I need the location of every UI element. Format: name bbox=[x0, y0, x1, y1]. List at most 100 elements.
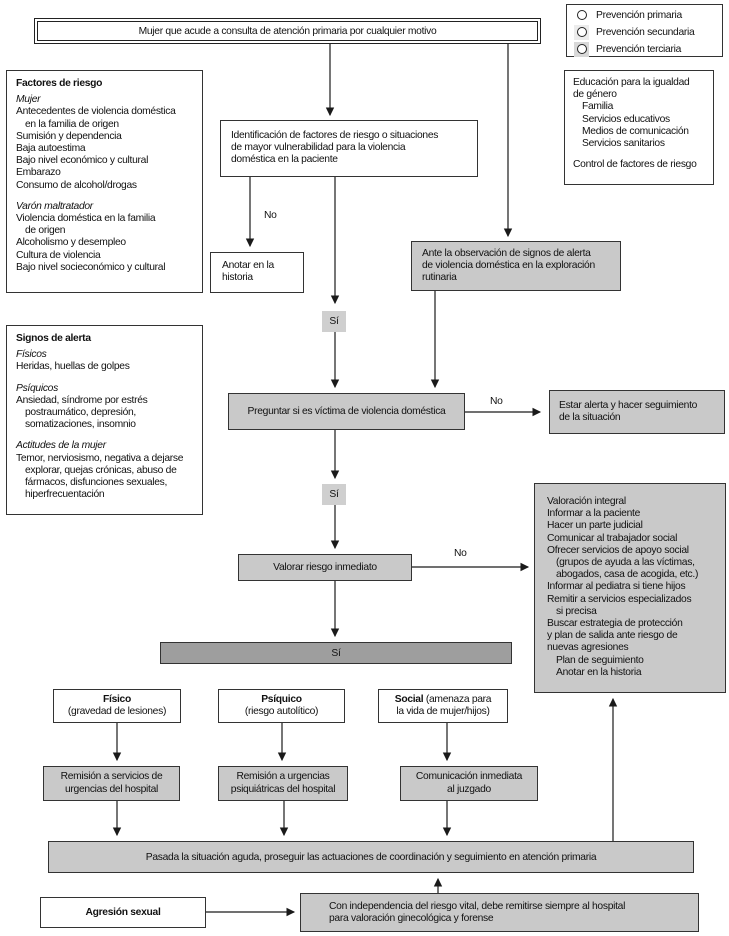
edge-label-no-valorar: No bbox=[452, 548, 469, 559]
legend-swatch bbox=[574, 41, 589, 57]
text-line: Servicios educativos bbox=[582, 113, 670, 125]
prevention-circle-icon bbox=[576, 10, 587, 20]
text-line: Medios de comunicación bbox=[582, 125, 689, 137]
social-node: Social (amenaza para la vida de mujer/hi… bbox=[378, 689, 508, 723]
text-line bbox=[573, 150, 709, 159]
text-line: Actitudes de la mujer bbox=[16, 440, 106, 452]
legend-label: Prevención secundaria bbox=[596, 26, 695, 38]
assess-risk-node: Valorar riesgo inmediato bbox=[238, 554, 412, 581]
text-line: Identificación de factores de riesgo o s… bbox=[231, 130, 439, 141]
psychic-node-subtitle: (riesgo autolítico) bbox=[244, 706, 319, 717]
text-line: Antecedentes de violencia doméstica bbox=[16, 106, 176, 118]
text-line: fármacos, disfunciones sexuales, bbox=[25, 477, 168, 489]
text-line: si precisa bbox=[556, 605, 597, 617]
yes-bar: Sí bbox=[160, 642, 512, 664]
text-line: Buscar estrategia de protección bbox=[547, 618, 683, 630]
text-line: Familia bbox=[582, 101, 614, 113]
text-line: Remisión a servicios de bbox=[60, 771, 163, 783]
text-line: doméstica en la paciente bbox=[231, 154, 338, 166]
text-line: de mayor vulnerabilidad para la violenci… bbox=[231, 142, 406, 154]
text-line: Remitir a servicios especializados bbox=[547, 593, 692, 605]
text-line: Anotar en la historia bbox=[556, 666, 642, 678]
text-line: (grupos de ayuda a las víctimas, bbox=[556, 557, 695, 569]
text-line: Físicos bbox=[16, 349, 47, 361]
edge-label-si-1: Sí bbox=[322, 311, 346, 332]
text-line: de violencia doméstica en la exploración bbox=[422, 260, 595, 272]
social-node-subtitle: la vida de mujer/hijos) bbox=[396, 706, 490, 717]
psychic-node: Psíquico (riesgo autolítico) bbox=[218, 689, 345, 723]
identification-node: Identificación de factores de riesgo o s… bbox=[220, 120, 478, 177]
text-line: hiperfrecuentación bbox=[25, 489, 105, 501]
sexual-assault-node: Agresión sexual bbox=[40, 897, 206, 928]
text-line: Varón maltratador bbox=[16, 200, 93, 212]
text-line: Alcoholismo y desempleo bbox=[16, 237, 126, 249]
text-line: psiquiátricas del hospital bbox=[230, 783, 336, 795]
legend: Prevención primaria Prevención secundari… bbox=[566, 4, 723, 57]
text-line: abogados, casa de acogida, etc.) bbox=[556, 569, 699, 581]
text-line: de la situación bbox=[559, 412, 621, 424]
text-line: de género bbox=[573, 89, 617, 101]
text-line: Valoración integral bbox=[547, 496, 626, 507]
ask-victim-node: Preguntar si es víctima de violencia dom… bbox=[228, 393, 465, 430]
text-line: Cultura de violencia bbox=[16, 249, 101, 261]
text-line: Signos de alerta bbox=[16, 333, 91, 344]
text-line: Ofrecer servicios de apoyo social bbox=[547, 544, 689, 556]
legend-item-primaria: Prevención primaria bbox=[574, 7, 722, 23]
legend-swatch bbox=[574, 7, 589, 23]
physical-node-title: Físico bbox=[103, 693, 131, 705]
text-line: Bajo nivel socieconómico y cultural bbox=[16, 261, 166, 273]
legend-label: Prevención terciaria bbox=[596, 43, 681, 55]
legend-item-secundaria: Prevención secundaria bbox=[574, 24, 722, 40]
text-line: historia bbox=[222, 272, 253, 284]
text-line: Informar al pediatra si tiene hijos bbox=[547, 581, 686, 593]
text-line: Educación para la igualdad bbox=[573, 77, 690, 88]
legend-swatch bbox=[574, 24, 589, 40]
text-line: para valoración ginecológica y forense bbox=[329, 913, 494, 925]
text-line: Temor, nerviosismo, negativa a dejarse bbox=[16, 452, 184, 464]
text-line: Mujer bbox=[16, 94, 41, 106]
text-line: Factores de riesgo bbox=[16, 78, 103, 89]
text-line: en la familia de origen bbox=[25, 118, 119, 130]
text-line: nuevas agresiones bbox=[547, 642, 629, 654]
legend-item-terciaria: Prevención terciaria bbox=[574, 41, 722, 57]
start-node: Mujer que acude a consulta de atención p… bbox=[34, 18, 541, 44]
text-line: Control de factores de riesgo bbox=[573, 159, 697, 171]
text-line: rutinaria bbox=[422, 272, 457, 284]
text-line: Informar a la paciente bbox=[547, 508, 640, 520]
legend-label: Prevención primaria bbox=[596, 9, 682, 21]
text-line: Hacer un parte judicial bbox=[547, 520, 643, 532]
text-line: Con independencia del riesgo vital, debe… bbox=[329, 901, 626, 912]
text-line: Heridas, huellas de golpes bbox=[16, 361, 130, 373]
physical-node-subtitle: (gravedad de lesiones) bbox=[67, 706, 167, 717]
text-line: Servicios sanitarios bbox=[582, 138, 665, 150]
text-line bbox=[16, 374, 195, 383]
edge-label-no-preguntar: No bbox=[488, 396, 505, 407]
text-line: al juzgado bbox=[447, 783, 491, 795]
text-line: Sumisión y dependencia bbox=[16, 130, 122, 142]
social-node-title: Social (amenaza para bbox=[394, 693, 492, 705]
text-line: Embarazo bbox=[16, 167, 61, 179]
prevention-circle-icon bbox=[576, 27, 587, 37]
text-line: Ante la observación de signos de alerta bbox=[422, 248, 591, 259]
text-line: de origen bbox=[25, 225, 66, 237]
text-line: Psíquicos bbox=[16, 382, 58, 394]
text-line: Plan de seguimiento bbox=[556, 654, 644, 666]
prevention-circle-icon bbox=[576, 44, 587, 54]
text-line: Comunicar al trabajador social bbox=[547, 532, 678, 544]
edge-label-si-2: Sí bbox=[322, 484, 346, 505]
text-line: postraumático, depresión, bbox=[25, 407, 136, 419]
text-line: Consumo de alcohol/drogas bbox=[16, 179, 137, 191]
text-line: urgencias del hospital bbox=[64, 783, 158, 795]
text-line: Comunicación inmediata bbox=[415, 771, 523, 783]
